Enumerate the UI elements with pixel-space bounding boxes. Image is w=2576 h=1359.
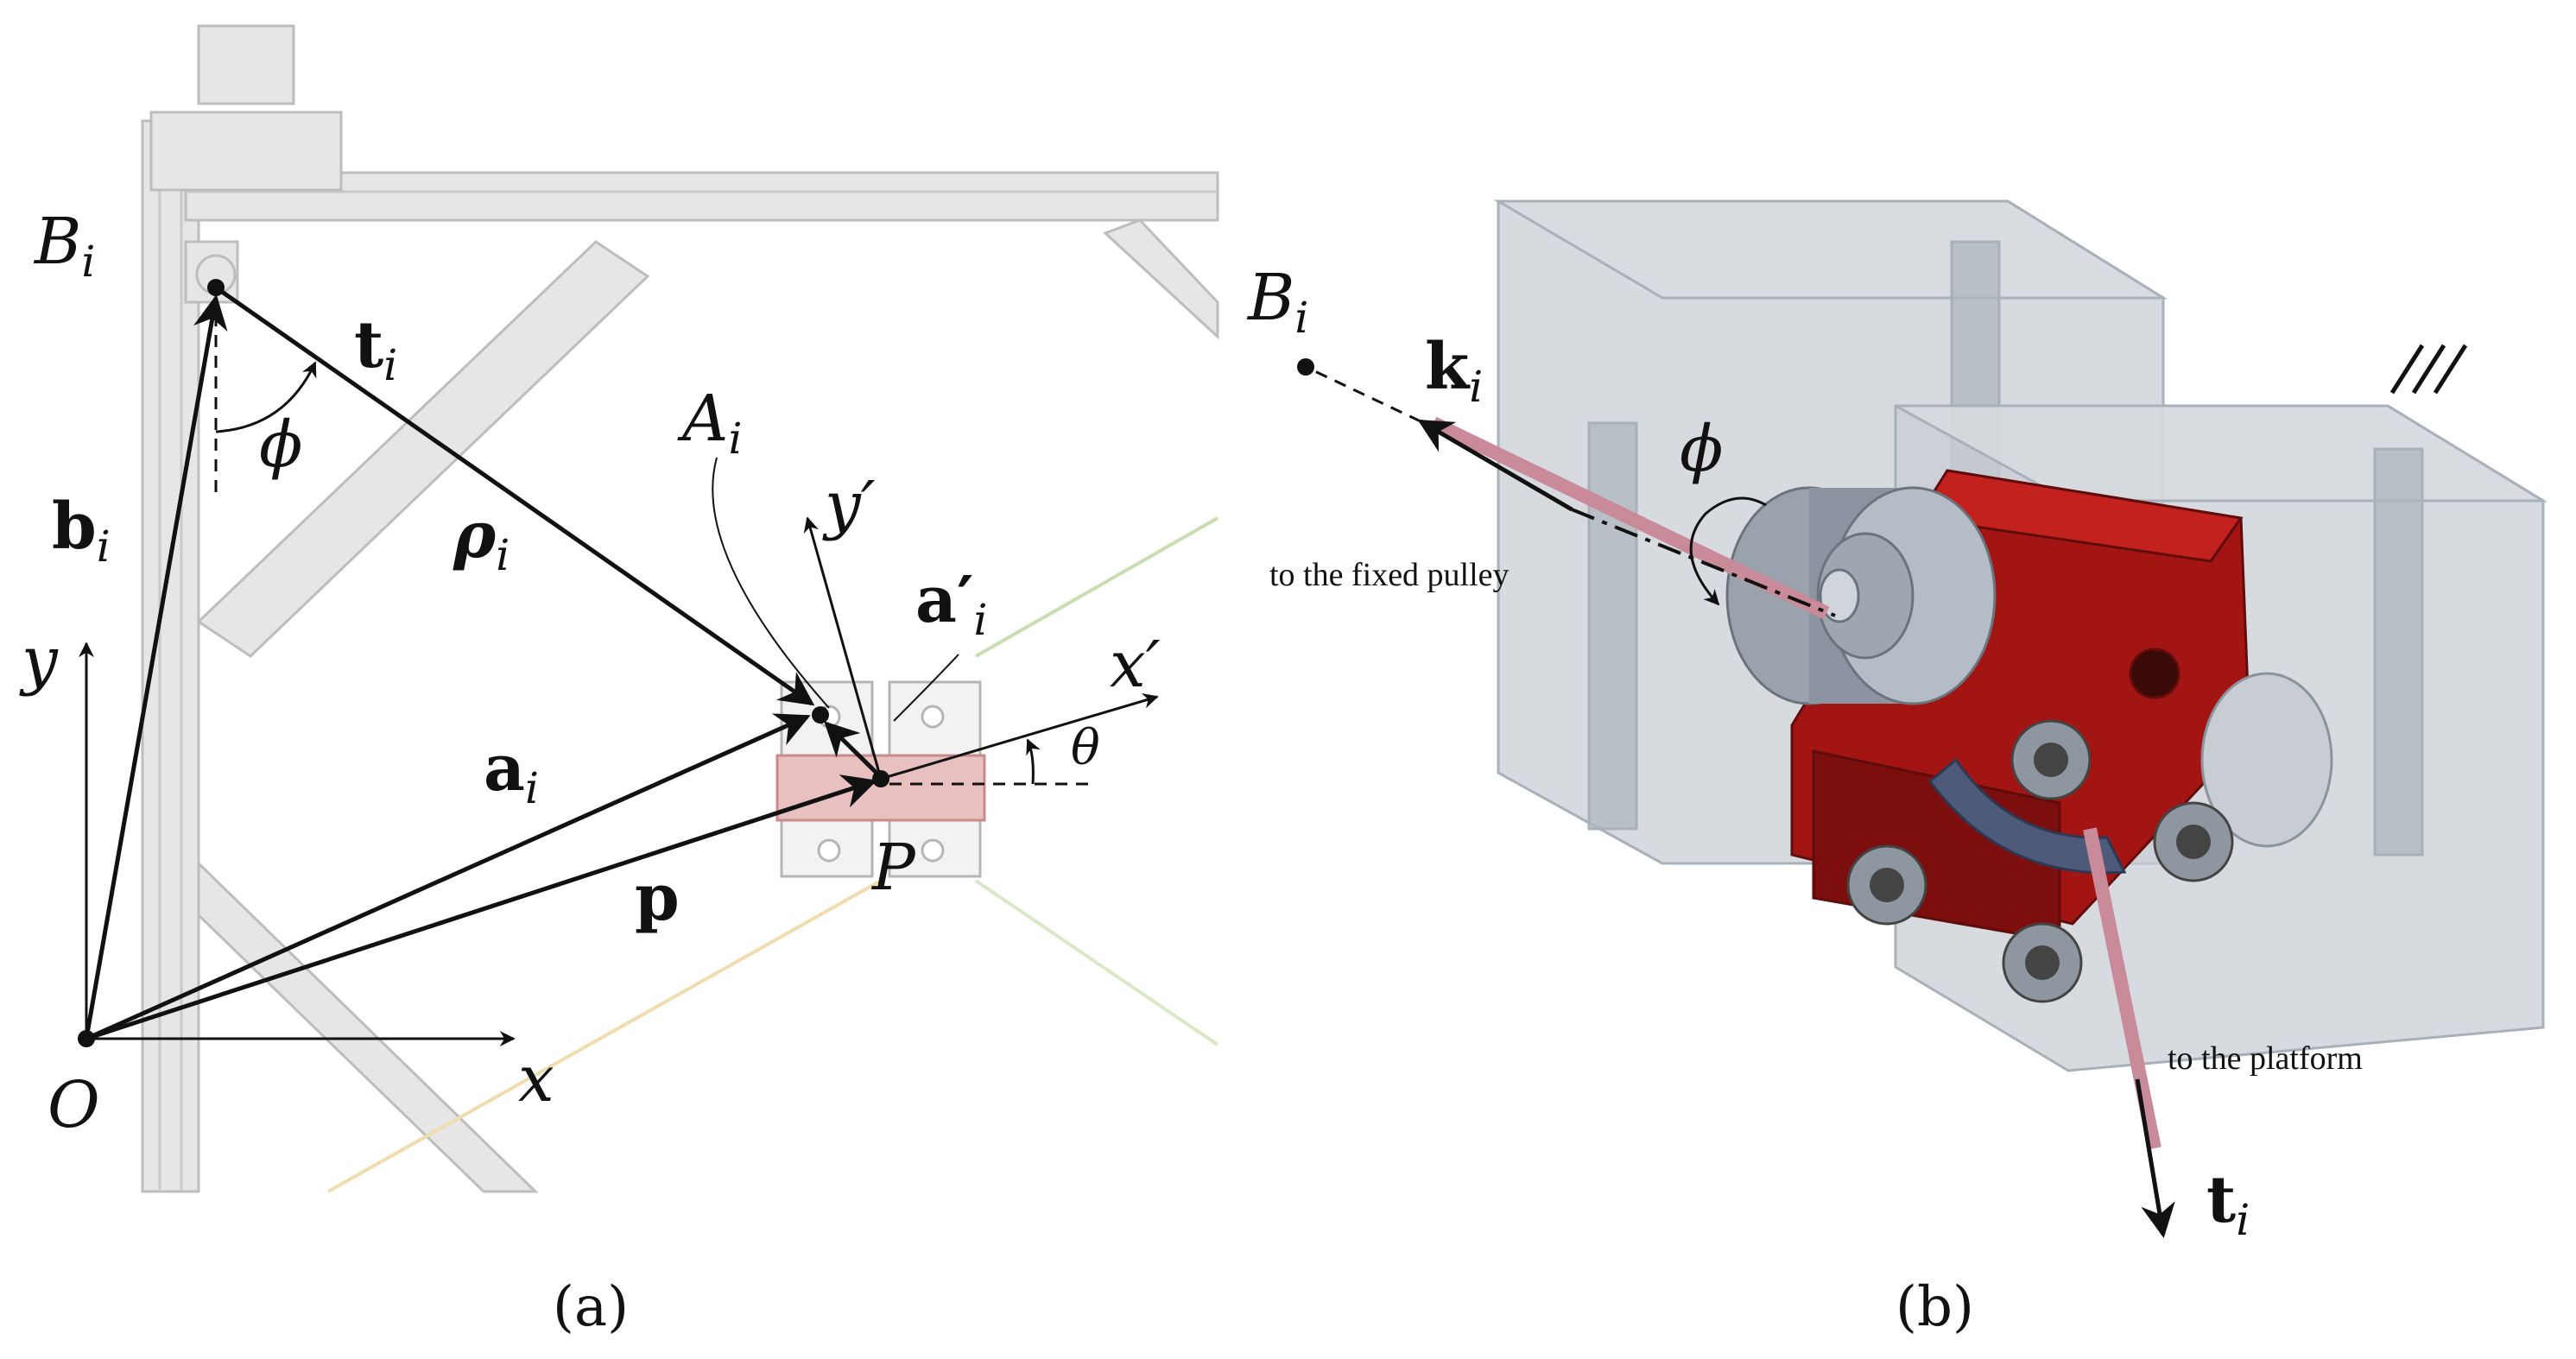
front-post-right	[2373, 447, 2424, 856]
pulley-bracket	[149, 111, 343, 192]
label-p: p	[635, 861, 680, 935]
label-O: O	[47, 1068, 100, 1142]
label-x-prime: x′	[1110, 628, 1161, 702]
vector-k	[1417, 419, 1573, 512]
vector-p	[85, 774, 877, 1041]
vector-a-prime	[824, 721, 884, 781]
leader-A	[712, 457, 830, 709]
phi-rotation-arc	[1689, 496, 1767, 606]
line-to-B	[1305, 365, 1421, 423]
label-rho: ρi	[453, 498, 510, 580]
label-A: Ai	[677, 382, 742, 464]
point-A	[812, 706, 829, 724]
label-B: Bi	[33, 205, 95, 287]
label-B-b: Bi	[1246, 261, 1308, 343]
leader-a-prime	[893, 654, 959, 722]
label-x: x	[518, 1042, 554, 1116]
cable-platform	[2083, 827, 2161, 1150]
break-lines-icon	[2389, 344, 2468, 395]
green-cable-upper	[975, 516, 1218, 658]
label-phi: ϕ	[259, 408, 302, 482]
pulley-cylinder-right	[2200, 672, 2333, 848]
shaft-hole	[2129, 648, 2180, 699]
screw-right	[2153, 801, 2234, 882]
pulley-mount-top	[197, 24, 295, 105]
panel-b: Bi ki ϕ to the fixed pulley to the platf…	[1246, 199, 2548, 1339]
cable-fixed-pulley	[1430, 416, 1830, 620]
diagonal-brace-lower	[197, 860, 539, 1193]
label-a: ai	[484, 731, 539, 813]
label-P: P	[870, 831, 916, 905]
label-y: y	[19, 623, 59, 698]
vector-a	[85, 713, 811, 1041]
caption-b: (b)	[1896, 1275, 1974, 1339]
point-B-b	[1297, 358, 1314, 376]
pulley-axis	[1571, 508, 1836, 617]
grooved-wheel	[1927, 757, 2127, 875]
screw-left	[1846, 844, 1927, 926]
orange-cable	[327, 879, 882, 1193]
pulley-cylinder-left	[1725, 486, 1997, 705]
label-theta: θ	[1071, 720, 1100, 776]
vector-rho	[214, 285, 815, 706]
diagonal-brace-upper	[196, 240, 650, 658]
label-k: ki	[1425, 330, 1483, 412]
phi-arc	[215, 361, 317, 433]
label-y-prime: y′	[822, 468, 876, 542]
back-post-left	[1587, 421, 1638, 831]
point-B	[207, 279, 225, 296]
label-phi-b: ϕ	[1680, 412, 1723, 486]
vector-t	[2135, 1078, 2175, 1238]
axis-y-prime	[803, 516, 883, 780]
diagonal-brace-right	[1103, 218, 1219, 340]
horizontal-profile	[184, 171, 1219, 222]
point-P	[872, 770, 889, 787]
label-b: bi	[52, 490, 111, 572]
theta-arc	[1026, 738, 1041, 785]
label-platform: to the platform	[2168, 1040, 2363, 1077]
screw-top-right	[2010, 719, 2092, 800]
label-t-b: ti	[2206, 1163, 2250, 1245]
vector-b	[84, 294, 228, 1040]
caption-a: (a)	[553, 1275, 629, 1339]
panel-a: Bi ti ϕ bi ρi Ai y′ a′i y x′ θ ai p P O …	[19, 24, 1219, 1339]
label-fixed-pulley: to the fixed pulley	[1269, 557, 1510, 593]
platform-body	[775, 754, 986, 822]
point-O	[78, 1030, 95, 1047]
green-cable-lower	[974, 879, 1219, 1046]
screw-bottom	[2002, 922, 2083, 1003]
axis-x-prime	[880, 692, 1159, 781]
label-t: ti	[354, 308, 397, 390]
label-a-prime: a′i	[915, 563, 987, 645]
